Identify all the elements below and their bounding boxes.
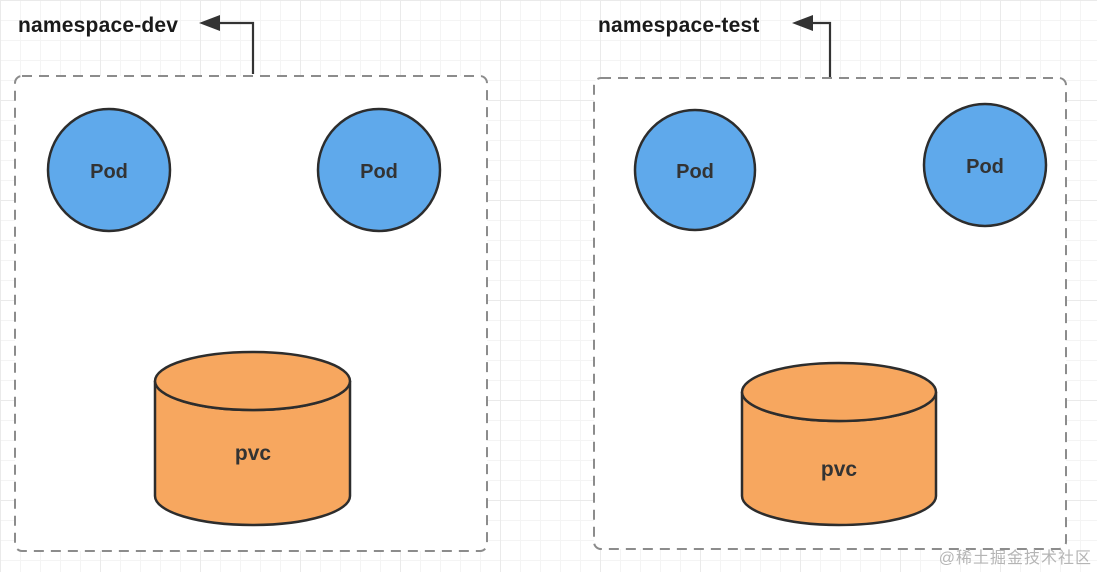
pod-label: Pod [676,161,714,183]
pod-circle [46,107,172,233]
pod-label: Pod [90,161,128,183]
namespace-dev-arrowhead [199,15,220,31]
namespace-test-arrowhead [792,15,813,31]
pvc-node: pvc [740,361,938,527]
pvc-node: pvc [153,350,352,527]
pod-circle [633,108,757,232]
pod-node: Pod [922,102,1048,228]
pod-node: Pod [316,107,442,233]
pod-circle [316,107,442,233]
pvc-cylinder-top [153,350,352,412]
pvc-cylinder-top [740,361,938,423]
pvc-label: pvc [235,442,272,465]
namespace-dev-label: namespace-dev [18,14,178,37]
watermark: @稀土掘金技术社区 [939,549,1092,567]
namespace-dev-group: namespace-dev Pod Pod pvc [14,14,488,552]
pod-label: Pod [966,156,1004,178]
pvc-label: pvc [821,458,858,481]
namespace-test-arrow [811,21,832,77]
pod-node: Pod [633,108,757,232]
pod-node: Pod [46,107,172,233]
pod-label: Pod [360,161,398,183]
namespace-test-group: namespace-test Pod Pod pvc [593,14,1067,550]
pod-circle [922,102,1048,228]
namespace-dev-arrow [218,21,255,74]
namespace-test-label: namespace-test [598,14,760,37]
